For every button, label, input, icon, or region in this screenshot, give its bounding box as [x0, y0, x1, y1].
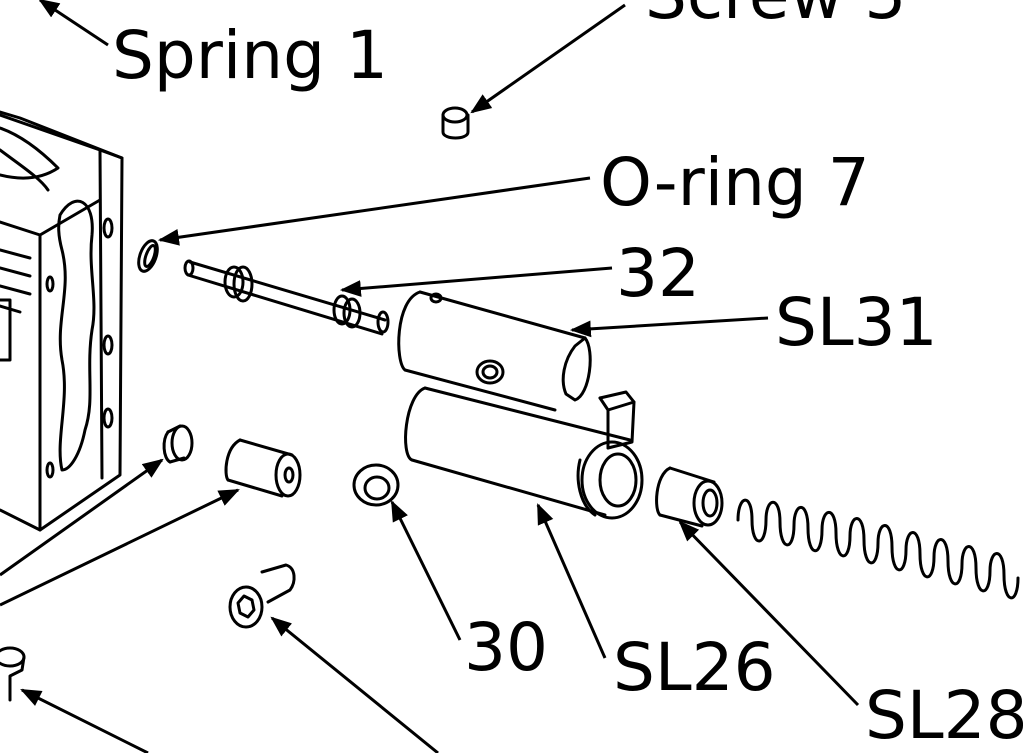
washer-30-part: [352, 463, 400, 507]
label-sl28: SL28: [865, 677, 1023, 753]
leader-sl26: [536, 503, 607, 659]
sl26-part: [404, 386, 644, 520]
label-screw-5: Screw 5: [645, 0, 906, 34]
leader-bushing: [0, 488, 240, 607]
pin-32-part: [183, 259, 390, 336]
label-32: 32: [616, 235, 700, 312]
screw-5-part: [441, 106, 470, 140]
leader-screw-5: [470, 3, 626, 114]
leader-32: [339, 266, 613, 297]
leader-sl31: [569, 316, 769, 338]
leader-bottom-left: [20, 688, 149, 753]
leader-o-ring-7: [157, 176, 591, 246]
label-30: 30: [464, 609, 548, 686]
bottom-left-part: [0, 646, 26, 702]
label-sl31: SL31: [775, 284, 938, 361]
leader-sl28: [678, 520, 860, 707]
label-sl26: SL26: [613, 629, 776, 706]
spring-part: [736, 498, 1020, 600]
bushing-part: [224, 438, 302, 498]
sl31-part: [397, 290, 592, 412]
leader-spring-1: [38, 0, 109, 47]
leader-hex-screw: [270, 616, 439, 753]
leader-30: [390, 500, 462, 641]
label-o-ring-7: O-ring 7: [600, 144, 870, 221]
sl28-part: [655, 466, 724, 528]
leader-small-pin: [0, 458, 164, 577]
label-spring-1: Spring 1: [112, 17, 388, 94]
o-ring-7-part: [137, 239, 159, 273]
housing-block: [0, 110, 124, 532]
small-pin-part: [162, 424, 194, 464]
hex-screw-part: [228, 563, 296, 629]
